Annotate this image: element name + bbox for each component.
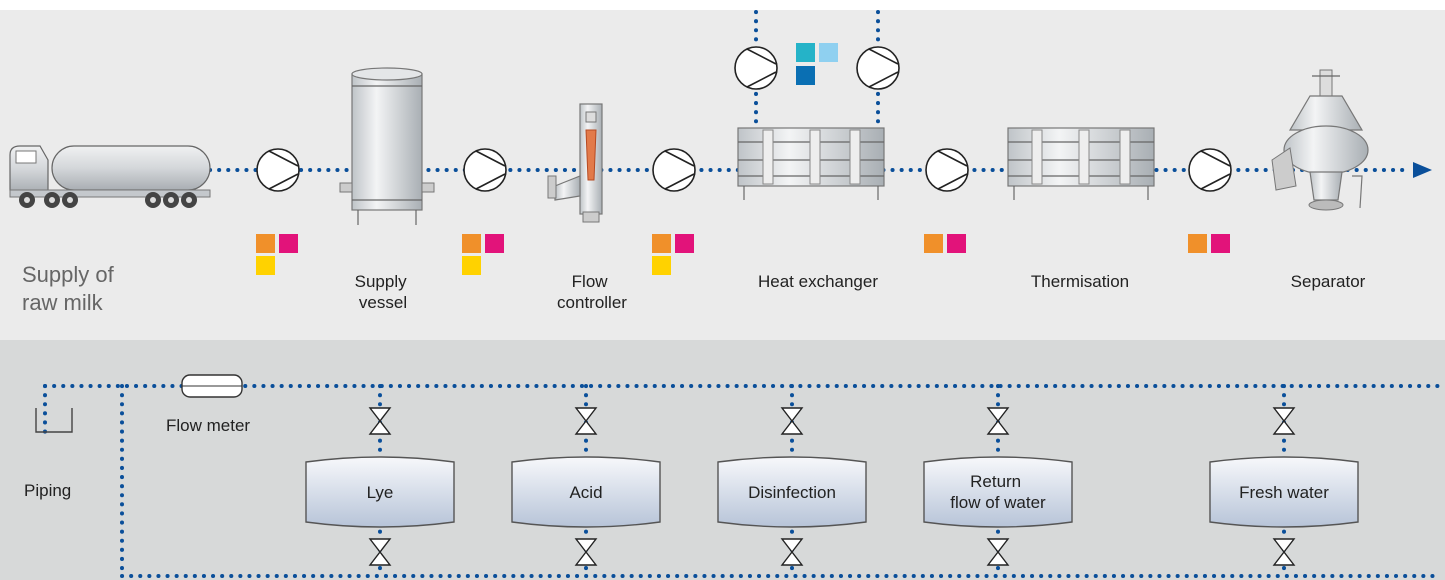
label-flow-controller: Flow controller bbox=[557, 272, 627, 312]
label-piping: Piping bbox=[24, 481, 71, 500]
tank-label-disinfection: Disinfection bbox=[748, 483, 836, 502]
label-supply-of-raw-milk: Supply of raw milk bbox=[22, 262, 120, 315]
tank-label-return-flow-of-water: Return flow of water bbox=[950, 472, 1046, 512]
valve-icon bbox=[780, 407, 804, 435]
tank-label-fresh-water: Fresh water bbox=[1239, 483, 1329, 502]
tanker-truck-icon bbox=[9, 145, 211, 208]
valve-icon bbox=[368, 538, 392, 566]
valve-icon bbox=[368, 407, 392, 435]
valve-icon bbox=[574, 407, 598, 435]
color-marker-group bbox=[924, 234, 966, 253]
pump-icon bbox=[463, 148, 507, 192]
color-marker-group bbox=[652, 234, 694, 275]
pump-icon bbox=[734, 46, 778, 90]
valve-icon bbox=[574, 538, 598, 566]
plate-heat-exchanger-icon bbox=[1007, 127, 1155, 200]
label-heat-exchanger: Heat exchanger bbox=[758, 272, 878, 291]
color-marker-group bbox=[796, 43, 838, 85]
supply-vessel-icon bbox=[339, 67, 435, 225]
color-marker-group bbox=[1188, 234, 1230, 253]
tank-label-acid: Acid bbox=[569, 483, 602, 502]
valve-icon bbox=[780, 538, 804, 566]
flow-controller-icon bbox=[547, 103, 603, 223]
pump-icon bbox=[925, 148, 969, 192]
piping-icon bbox=[35, 408, 73, 433]
separator-icon bbox=[1271, 69, 1369, 211]
tank-icon-lye bbox=[305, 456, 455, 528]
pump-icon bbox=[1188, 148, 1232, 192]
pump-icon bbox=[856, 46, 900, 90]
label-separator: Separator bbox=[1291, 272, 1366, 291]
valve-icon bbox=[1272, 407, 1296, 435]
valve-icon bbox=[1272, 538, 1296, 566]
pump-icon bbox=[256, 148, 300, 192]
valve-icon bbox=[986, 407, 1010, 435]
tank-icon-fresh-water bbox=[1209, 456, 1359, 528]
pump-icon bbox=[652, 148, 696, 192]
plate-heat-exchanger-icon bbox=[737, 127, 885, 200]
label-thermisation: Thermisation bbox=[1031, 272, 1129, 291]
color-marker-group bbox=[256, 234, 298, 275]
tank-icon-disinfection bbox=[717, 456, 867, 528]
arrow-right-icon bbox=[1413, 162, 1432, 178]
tank-icon-return-flow-of-water bbox=[923, 456, 1073, 528]
cleaning-pipes bbox=[43, 384, 1443, 578]
label-supply-vessel: Supply vessel bbox=[355, 272, 412, 312]
tank-icon-acid bbox=[511, 456, 661, 528]
color-marker-group bbox=[462, 234, 504, 275]
label-flow-meter: Flow meter bbox=[166, 416, 250, 435]
tank-label-lye: Lye bbox=[367, 483, 394, 502]
valve-icon bbox=[986, 538, 1010, 566]
